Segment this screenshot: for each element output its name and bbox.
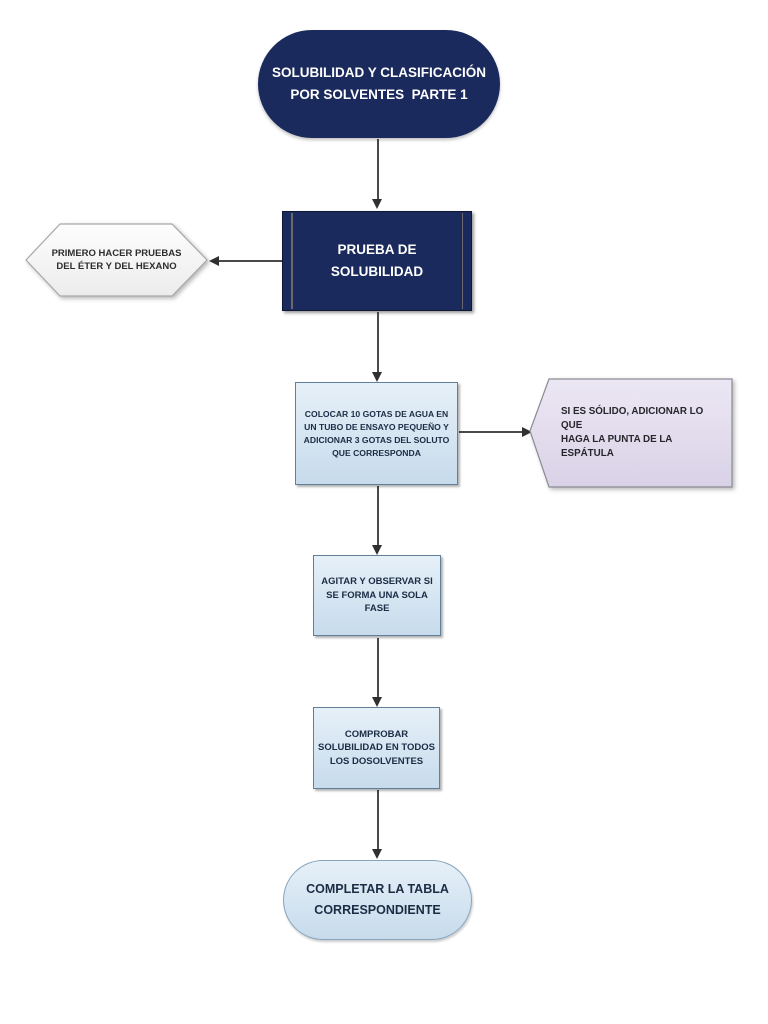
predefined-process-bar-right — [461, 213, 463, 309]
hexagon-shape — [25, 223, 208, 297]
node-prueba-de-solubilidad: PRUEBA DE SOLUBILIDAD — [282, 211, 472, 311]
node-start-label: SOLUBILIDAD Y CLASIFICACIÓN POR SOLVENTE… — [272, 65, 487, 102]
node-completar-terminal: COMPLETAR LA TABLA CORRESPONDIENTE — [283, 860, 472, 940]
connector-colocar-agitar-line — [377, 486, 379, 545]
node-si-es-solido: SI ES SÓLIDO, ADICIONAR LO QUE HAGA LA P… — [529, 378, 733, 488]
connector-start-prueba-arrowhead-icon — [372, 199, 382, 209]
node-primero-hacer-pruebas: PRIMERO HACER PRUEBAS DEL ÉTER Y DEL HEX… — [25, 223, 208, 297]
connector-colocar-solido-arrowhead-icon — [522, 427, 532, 437]
node-colocar-gotas: COLOCAR 10 GOTAS DE AGUA EN UN TUBO DE E… — [295, 382, 458, 485]
node-colocar-label: COLOCAR 10 GOTAS DE AGUA EN UN TUBO DE E… — [303, 408, 450, 458]
pentagon-shape — [529, 378, 733, 488]
connector-start-prueba-line — [377, 139, 379, 199]
predefined-process-bar-left — [291, 213, 293, 309]
node-agitar-label: AGITAR Y OBSERVAR SI SE FORMA UNA SOLA F… — [321, 576, 433, 615]
connector-agitar-comprobar-line — [377, 638, 379, 697]
node-solido-label: SI ES SÓLIDO, ADICIONAR LO QUE HAGA LA P… — [561, 406, 704, 459]
node-prueba-label: PRUEBA DE SOLUBILIDAD — [330, 242, 424, 279]
connector-prueba-colocar-arrowhead-icon — [372, 372, 382, 382]
connector-colocar-agitar-arrowhead-icon — [372, 545, 382, 555]
connector-prueba-eter-arrowhead-icon — [209, 256, 219, 266]
connector-prueba-eter-line — [218, 260, 283, 262]
connector-colocar-solido-line — [459, 431, 522, 433]
node-comprobar-solubilidad: COMPROBAR SOLUBILIDAD EN TODOS LOS DOSOL… — [313, 707, 440, 789]
connector-prueba-colocar-line — [377, 312, 379, 372]
connector-comprobar-completar-line — [377, 790, 379, 849]
connector-agitar-comprobar-arrowhead-icon — [372, 697, 382, 707]
node-completar-label: COMPLETAR LA TABLA CORRESPONDIENTE — [306, 882, 449, 917]
node-eter-label: PRIMERO HACER PRUEBAS DEL ÉTER Y DEL HEX… — [51, 247, 182, 273]
node-agitar-observar: AGITAR Y OBSERVAR SI SE FORMA UNA SOLA F… — [313, 555, 441, 636]
node-comprobar-label: COMPROBAR SOLUBILIDAD EN TODOS LOS DOSOL… — [318, 728, 435, 767]
node-start-terminal: SOLUBILIDAD Y CLASIFICACIÓN POR SOLVENTE… — [258, 30, 500, 138]
connector-comprobar-completar-arrowhead-icon — [372, 849, 382, 859]
